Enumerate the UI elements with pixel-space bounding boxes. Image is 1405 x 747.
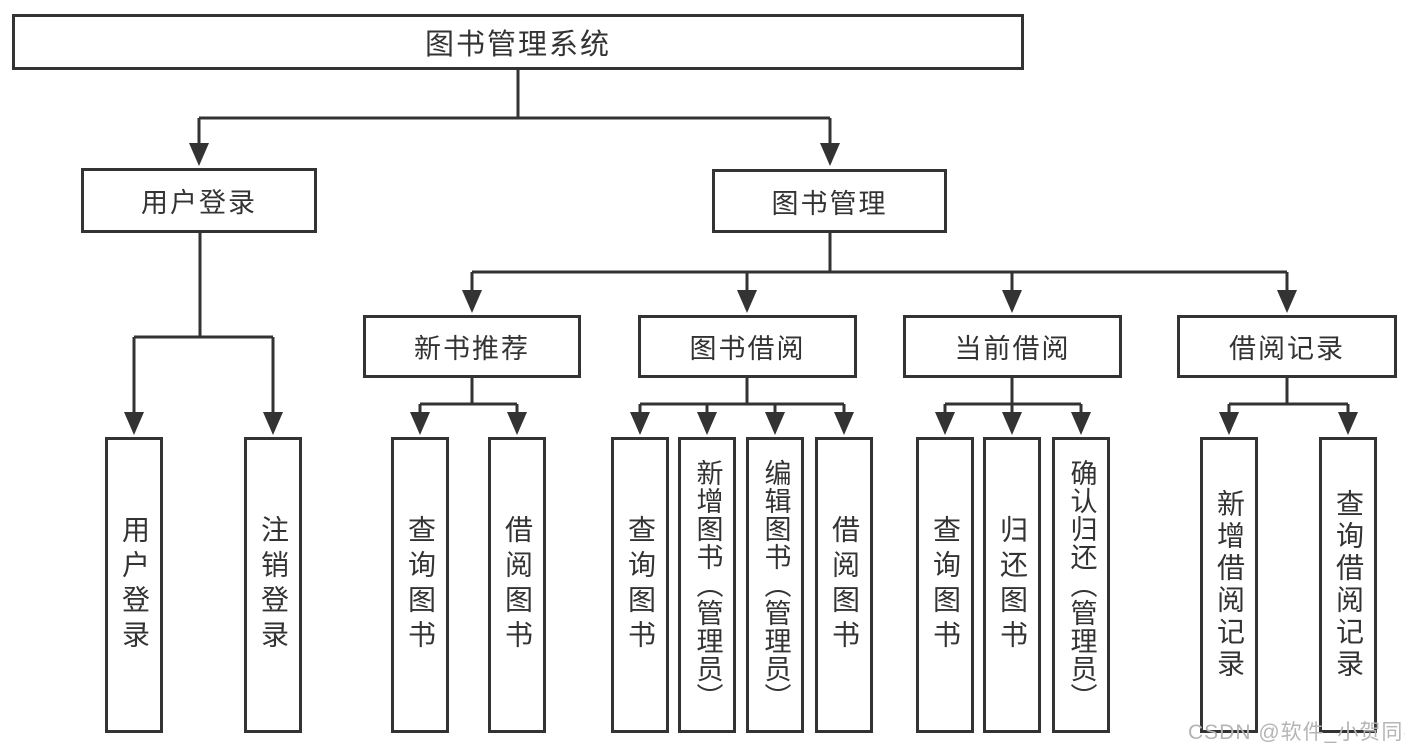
node-borrowing-records: 借阅记录 [1177, 315, 1397, 378]
arrowhead [124, 412, 144, 435]
arrowhead [1002, 290, 1022, 313]
arrowhead [1338, 412, 1358, 435]
arrowhead [1277, 290, 1297, 313]
node-library-management-system: 图书管理系统 [12, 14, 1024, 70]
node-add-books-admin: 新增图书（管理员） [678, 437, 736, 733]
arrowhead [697, 412, 717, 435]
node-user-login-leaf: 用户登录 [105, 437, 163, 733]
node-borrow-books-borrowing: 借阅图书 [815, 437, 873, 733]
arrowhead [935, 412, 955, 435]
node-confirm-return-admin: 确认归还（管理员） [1052, 437, 1110, 733]
watermark: CSDN @软件_小贺同学 [1188, 721, 1405, 744]
node-logout-leaf: 注销登录 [244, 437, 302, 733]
node-query-borrow-record: 查询借阅记录 [1319, 437, 1377, 733]
arrowhead [834, 412, 854, 435]
node-add-borrow-record: 新增借阅记录 [1200, 437, 1258, 733]
arrowhead [1219, 412, 1239, 435]
node-user-login: 用户登录 [81, 168, 317, 233]
arrowhead [263, 412, 283, 435]
node-new-book-recommendation: 新书推荐 [363, 315, 581, 378]
arrowhead [1002, 412, 1022, 435]
arrowhead [630, 412, 650, 435]
node-query-books-recommend: 查询图书 [391, 437, 449, 733]
node-query-books-borrowing: 查询图书 [611, 437, 669, 733]
node-return-books: 归还图书 [983, 437, 1041, 733]
arrowhead [737, 290, 757, 313]
node-book-borrowing: 图书借阅 [638, 315, 857, 378]
arrowhead [765, 412, 785, 435]
arrowhead [820, 143, 840, 166]
arrowhead [507, 412, 527, 435]
node-borrow-books-recommend: 借阅图书 [488, 437, 546, 733]
arrowhead [1071, 412, 1091, 435]
node-current-borrowing: 当前借阅 [903, 315, 1122, 378]
node-edit-books-admin: 编辑图书（管理员） [746, 437, 804, 733]
node-query-books-current: 查询图书 [916, 437, 974, 733]
arrowhead [410, 412, 430, 435]
arrowhead [462, 290, 482, 313]
arrowhead [189, 143, 209, 166]
node-book-management: 图书管理 [712, 169, 947, 233]
